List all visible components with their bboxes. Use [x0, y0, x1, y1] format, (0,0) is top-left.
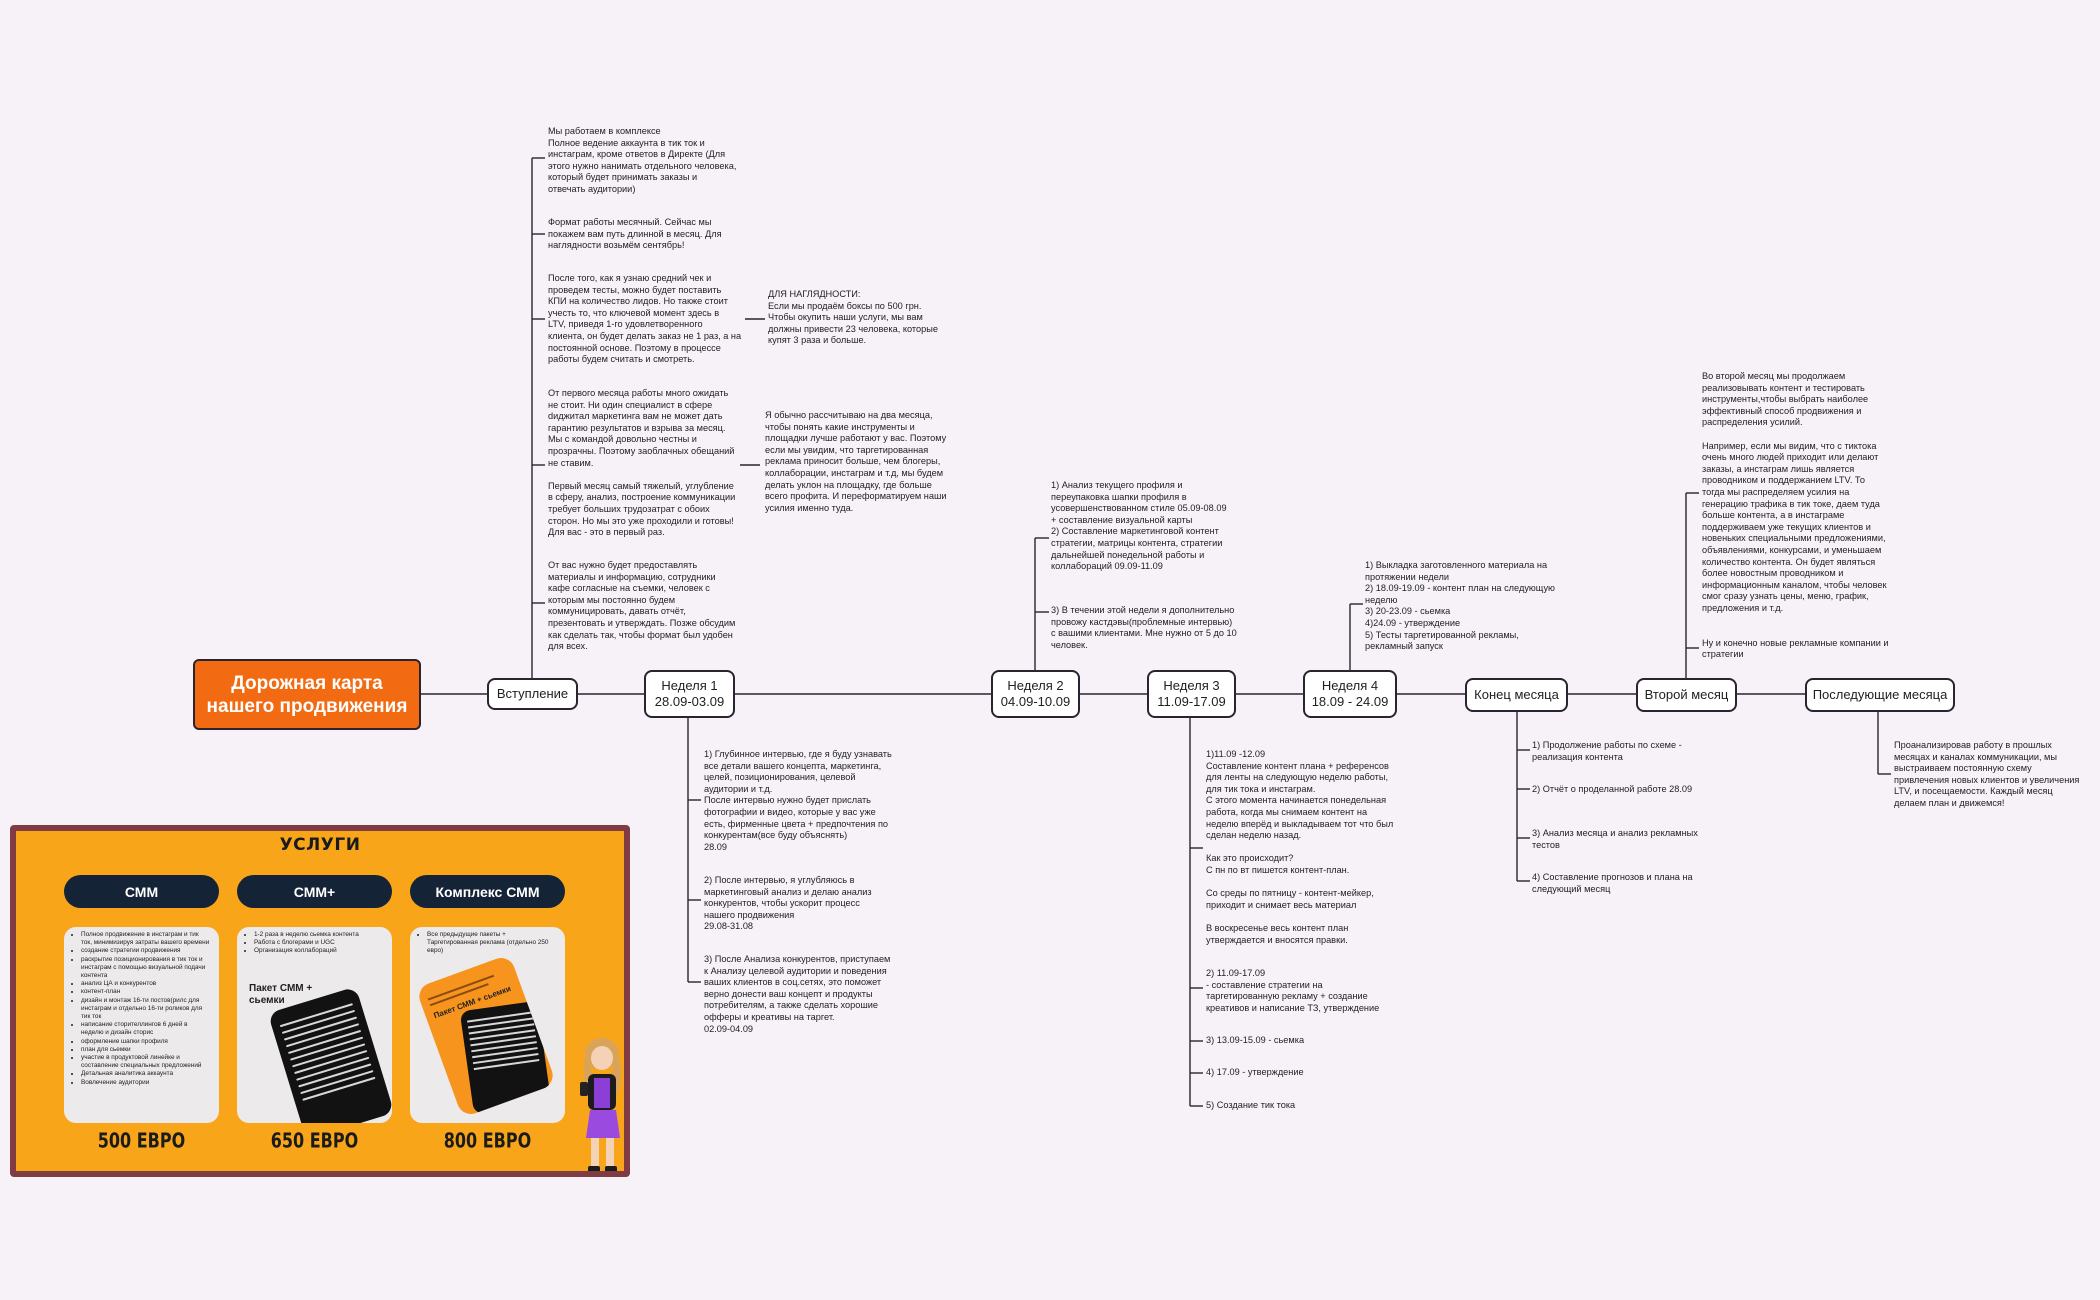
intro-note-requirements: От вас нужно будет предоставлять материа…	[548, 560, 736, 652]
service-card-smm: Полное продвижение в инстаграм и тик ток…	[64, 927, 219, 1123]
node-next-months[interactable]: Последующие месяца	[1805, 678, 1955, 712]
month-end-note-report: 2) Отчёт о проделанной работе 28.09	[1532, 784, 1693, 794]
list-item: 1-2 раза в неделю сьемка контента	[254, 931, 384, 939]
node-week3-dates: 11.09-17.09	[1157, 694, 1226, 709]
root-title-line2: нашего продвижения	[206, 695, 408, 717]
week3-note-approval: 4) 17.09 - утверждение	[1206, 1067, 1304, 1077]
node-week1-dates: 28.09-03.09	[654, 694, 725, 709]
node-month-end-label: Конец месяца	[1474, 687, 1559, 702]
intro-note-complex: Мы работаем в комплексе Полное ведение а…	[548, 126, 737, 194]
smm-plus-package-label: Пакет СММ + сьемки	[249, 983, 313, 1006]
service-pill-smm-plus[interactable]: СММ+	[237, 875, 392, 908]
week4-note: 1) Выкладка заготовленного материала на …	[1365, 560, 1555, 652]
list-item: Полное продвижение в инстаграм и тик ток…	[81, 931, 211, 947]
week2-note-custdev: 3) В течении этой недели я дополнительно…	[1051, 605, 1237, 650]
list-item: написание сторителлингов 6 дней в неделю…	[81, 1021, 211, 1037]
girl-with-phone-illustration	[580, 1038, 621, 1171]
week1-note-interview: 1) Глубинное интервью, где я буду узнава…	[704, 749, 892, 852]
intro-side-note-two-months: Я обычно рассчитываю на два месяца, чтоб…	[765, 410, 947, 513]
service-card-smm-plus: 1-2 раза в неделю сьемка контента Работа…	[237, 927, 392, 1123]
node-week2[interactable]: Неделя 2 04.09-10.09	[991, 670, 1080, 718]
node-next-months-label: Последующие месяца	[1812, 687, 1948, 702]
week1-note-audience: 3) После Анализа конкурентов, приступаем…	[704, 954, 891, 1034]
list-item: анализ ЦА и конкурентов	[81, 980, 211, 988]
service-pill-smm[interactable]: СММ	[64, 875, 219, 908]
node-week2-title: Неделя 2	[1007, 678, 1064, 693]
node-week2-dates: 04.09-10.09	[1000, 694, 1071, 709]
service-pill-complex[interactable]: Комплекс СММ	[410, 875, 565, 908]
list-item: оформление шапки профиля	[81, 1038, 211, 1046]
second-month-note: Во второй месяц мы продолжаем реализовыв…	[1702, 371, 1889, 660]
complex-package-image: Пакет СММ + сьемки	[415, 954, 557, 1118]
intro-note-kpi: После того, как я узнаю средний чек и пр…	[548, 273, 742, 365]
week3-note-tiktok: 5) Создание тик тока	[1206, 1100, 1296, 1110]
intro-side-note-visibility: ДЛЯ НАГЛЯДНОСТИ: Если мы продаём боксы п…	[768, 289, 938, 346]
node-week4-title: Неделя 4	[1321, 678, 1379, 693]
list-item: Работа с блогерами и UGC	[254, 939, 384, 947]
list-item: дизайн и монтаж 16-ти постов(рилс для ин…	[81, 997, 211, 1022]
smm-plus-package-image	[267, 986, 392, 1123]
intro-note-first-month: От первого месяца работы много ожидать н…	[548, 388, 736, 538]
service-card-complex: Все предыдущие пакеты + Таргетированная …	[410, 927, 565, 1123]
node-intro-label: Вступление	[496, 686, 569, 701]
root-title-line1: Дорожная карта	[231, 672, 383, 694]
service-smm-list: Полное продвижение в инстаграм и тик ток…	[72, 931, 211, 1087]
node-week4[interactable]: Неделя 4 18.09 - 24.09	[1303, 670, 1397, 718]
service-smm-plus-list: 1-2 раза в неделю сьемка контента Работа…	[245, 931, 384, 956]
list-item: контент-план	[81, 988, 211, 996]
week3-note-target-strategy: 2) 11.09-17.09 - составление стратегии н…	[1206, 968, 1380, 1013]
services-panel: УСЛУГИ СММ СММ+ Комплекс СММ Полное прод…	[10, 825, 630, 1177]
week3-note-shooting: 3) 13.09-15.09 - сьемка	[1206, 1035, 1305, 1045]
intro-note-format: Формат работы месячный. Сейчас мы покаже…	[548, 217, 722, 251]
list-item: план для сьемки	[81, 1046, 211, 1054]
list-item: Организация коллабораций	[254, 947, 384, 955]
service-price-smm-plus: 650 ЕВРО	[270, 1128, 359, 1153]
next-months-note: Проанализировав работу в прошлых месяцах…	[1894, 740, 2080, 808]
list-item: Детальная аналитика аккаунта	[81, 1070, 211, 1078]
service-price-complex: 800 ЕВРО	[443, 1128, 532, 1153]
service-complex-list: Все предыдущие пакеты + Таргетированная …	[418, 931, 557, 956]
list-item: участие в продуктовой линейке и составле…	[81, 1054, 211, 1070]
roadmap-root-title[interactable]: Дорожная карта нашего продвижения	[193, 659, 421, 730]
month-end-note-analysis: 3) Анализ месяца и анализ рекламных тест…	[1532, 828, 1698, 850]
week3-note-content-plan: 1)11.09 -12.09 Составление контент плана…	[1206, 749, 1394, 945]
node-week3[interactable]: Неделя 3 11.09-17.09	[1147, 670, 1236, 718]
week2-note-profile: 1) Анализ текущего профиля и переупаковк…	[1051, 480, 1227, 572]
month-end-note-forecast: 4) Составление прогнозов и плана на след…	[1532, 872, 1693, 894]
node-week1[interactable]: Неделя 1 28.09-03.09	[644, 670, 735, 718]
node-week1-title: Неделя 1	[661, 678, 718, 693]
list-item: Вовлечение аудитории	[81, 1079, 211, 1087]
node-week3-title: Неделя 3	[1163, 678, 1220, 693]
week1-note-competitors: 2) После интервью, я углубляюсь в маркет…	[704, 875, 872, 932]
services-title: УСЛУГИ	[279, 835, 361, 855]
node-second-month[interactable]: Второй месяц	[1636, 678, 1737, 712]
list-item: Все предыдущие пакеты + Таргетированная …	[427, 931, 557, 956]
node-week4-dates: 18.09 - 24.09	[1311, 694, 1389, 709]
node-second-month-label: Второй месяц	[1644, 687, 1729, 702]
node-month-end[interactable]: Конец месяца	[1465, 678, 1568, 712]
node-intro[interactable]: Вступление	[487, 678, 578, 710]
list-item: создание стратегии продвижения	[81, 947, 211, 955]
list-item: раскрытие позиционирования в тик ток и и…	[81, 956, 211, 981]
service-price-smm: 500 ЕВРО	[97, 1128, 186, 1153]
month-end-note-continue: 1) Продолжение работы по схеме - реализа…	[1532, 740, 1682, 762]
